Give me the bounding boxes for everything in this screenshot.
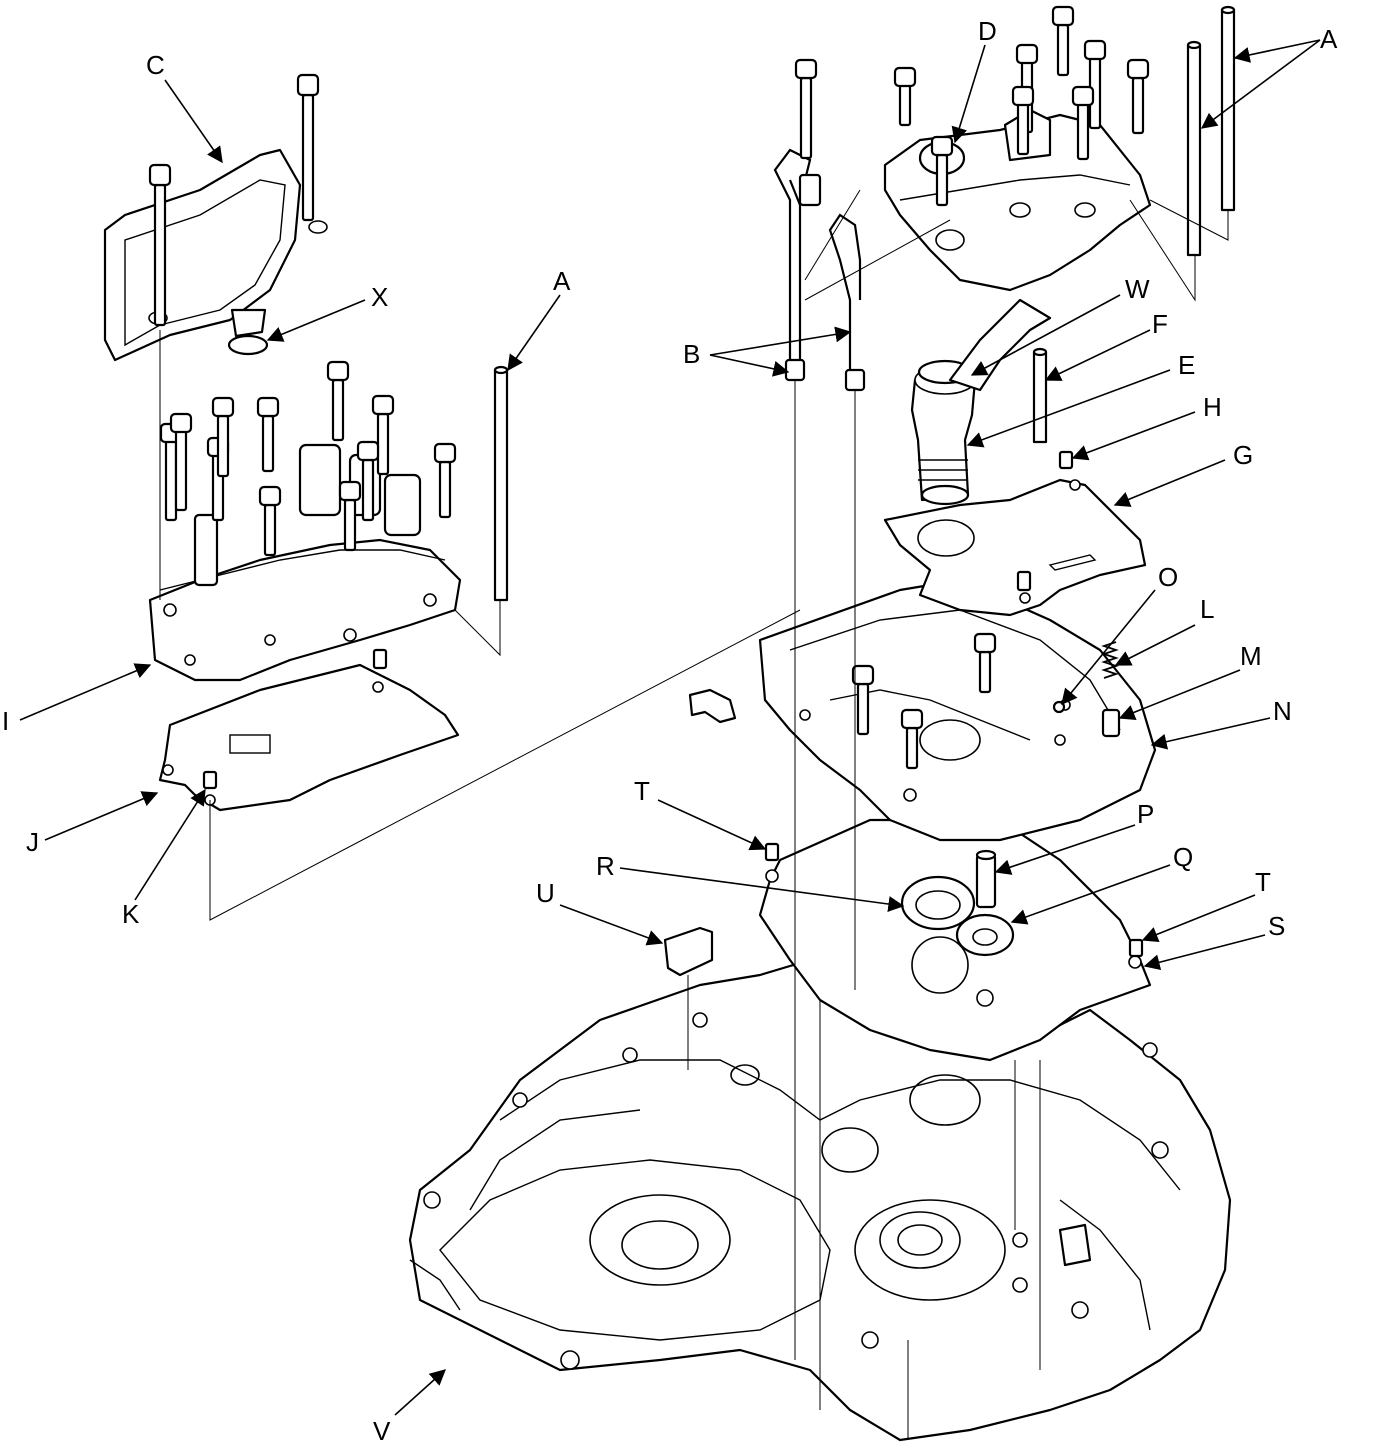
leader-j xyxy=(44,791,159,841)
leader-n xyxy=(1150,717,1271,750)
label-u: U xyxy=(536,878,555,908)
label-k: K xyxy=(122,899,140,929)
leader-g xyxy=(1113,459,1226,507)
regulator-valve-body-i xyxy=(148,443,462,682)
callout-labels: A A B C D E F G H I J K L M N O P Q R S … xyxy=(2,16,1338,1446)
leader-p xyxy=(994,824,1136,875)
leader-m xyxy=(1118,669,1241,720)
driven-gear-q xyxy=(955,913,1015,957)
leader-l xyxy=(1114,624,1196,666)
spring-l xyxy=(1101,641,1119,679)
label-a-top-right: A xyxy=(1320,24,1338,54)
leader-h xyxy=(1071,411,1196,461)
leader-a-1 xyxy=(1233,39,1321,63)
pipe-a-right-1 xyxy=(1186,40,1202,257)
leader-e xyxy=(966,369,1171,448)
label-e: E xyxy=(1178,350,1195,380)
leader-t-2 xyxy=(1141,894,1256,942)
leader-t-1 xyxy=(657,799,767,851)
pipe-a-right-2 xyxy=(1220,5,1236,212)
label-m: M xyxy=(1240,641,1262,671)
label-s: S xyxy=(1268,911,1285,941)
label-j: J xyxy=(26,827,39,857)
label-w: W xyxy=(1125,274,1150,304)
label-t-right: T xyxy=(1255,867,1271,897)
leader-x xyxy=(266,299,366,342)
label-g: G xyxy=(1233,440,1253,470)
guide-lines xyxy=(159,189,1229,1440)
pipe-a-left xyxy=(493,365,509,602)
main-valve-body-n xyxy=(688,578,1157,842)
pipe-f xyxy=(1032,347,1048,444)
drive-gear-r xyxy=(900,875,976,931)
dowel-pin-g-lower xyxy=(1016,570,1032,592)
leader-d xyxy=(951,44,986,144)
pump-shaft-p xyxy=(975,849,997,909)
label-q: Q xyxy=(1173,842,1193,872)
label-h: H xyxy=(1203,392,1222,422)
dowel-pin-t-right xyxy=(1128,938,1144,958)
label-o: O xyxy=(1158,562,1178,592)
leader-i xyxy=(19,663,152,721)
dowel-pin-k xyxy=(202,770,218,790)
o-ring-x xyxy=(227,334,269,356)
bolts-main-valve-body xyxy=(851,632,997,770)
leader-v xyxy=(394,1369,446,1416)
callout-leaders xyxy=(19,39,1321,1416)
label-x: X xyxy=(371,282,388,312)
leader-b-1 xyxy=(709,354,790,377)
leader-o xyxy=(1061,589,1156,706)
leader-r xyxy=(619,867,905,912)
oil-filter-c xyxy=(103,148,328,362)
label-l: L xyxy=(1200,594,1214,624)
label-v: V xyxy=(373,1416,391,1446)
filter-screen-u xyxy=(663,926,714,977)
leader-b-2 xyxy=(709,326,852,356)
separator-plate-s xyxy=(758,818,1152,1062)
dowel-pin-t-left xyxy=(764,842,780,862)
leader-k xyxy=(134,788,206,901)
leader-c xyxy=(164,79,223,164)
label-i: I xyxy=(2,706,9,736)
atf-pipes-b xyxy=(773,148,866,392)
leader-u xyxy=(559,904,664,946)
leader-w xyxy=(970,294,1121,376)
label-t-left: T xyxy=(634,776,650,806)
label-b: B xyxy=(683,339,700,369)
label-f: F xyxy=(1152,309,1168,339)
label-a-left: A xyxy=(553,266,571,296)
leader-a-2 xyxy=(1200,39,1321,129)
separator-plate-j xyxy=(158,663,460,812)
leader-q xyxy=(1010,864,1171,925)
leader-s xyxy=(1143,934,1266,971)
label-p: P xyxy=(1137,799,1154,829)
bolts-filter xyxy=(148,73,320,327)
label-r: R xyxy=(596,851,615,881)
label-n: N xyxy=(1273,696,1292,726)
separator-plate-g xyxy=(883,478,1147,617)
label-d: D xyxy=(978,16,997,46)
dowel-pin-j-upper xyxy=(372,648,388,670)
dowel-pin-h xyxy=(1058,450,1074,470)
bolts-servo-body xyxy=(794,5,1150,207)
strainer-cup-e xyxy=(910,365,977,506)
relief-valve-m xyxy=(1101,708,1121,738)
bolts-regulator-body xyxy=(159,360,457,557)
leader-f xyxy=(1044,329,1151,381)
label-c: C xyxy=(146,50,165,80)
leader-a-3 xyxy=(507,294,561,372)
